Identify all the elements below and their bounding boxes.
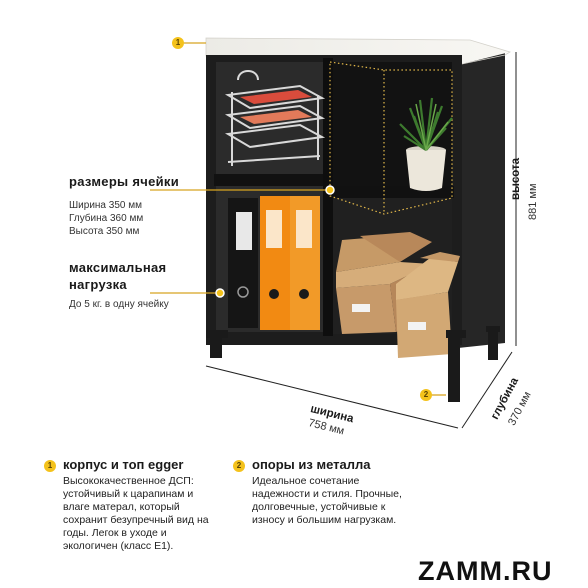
feature-2-line: надежности и стиля. Прочные, xyxy=(252,488,402,500)
wire-tray xyxy=(224,70,326,166)
feature-2-title: опоры из металла xyxy=(252,457,371,472)
feature-1-line: устойчивый к царапинам и xyxy=(63,488,194,500)
feature-2-line: износу и большим нагрузкам. xyxy=(252,514,397,526)
feature-2-line: долговечные, устойчивые к xyxy=(252,501,386,513)
cabinet-right-side xyxy=(458,52,505,348)
max-load-title-line1: максимальная xyxy=(69,260,167,275)
feature-1-line: Высококачественное ДСП: xyxy=(63,475,194,487)
storage-boxes xyxy=(336,232,460,358)
metal-legs xyxy=(206,326,500,402)
feature-1-line: сохранит безупречный вид на xyxy=(63,514,209,526)
brand-logo: ZAMM.RU xyxy=(418,556,553,586)
feature-1-number-icon: 1 xyxy=(44,460,56,472)
dimension-lines xyxy=(205,52,517,429)
feature-1-title: корпус и топ egger xyxy=(63,457,184,472)
max-load-title-line2: нагрузка xyxy=(69,277,127,292)
feature-2-line: Идеальное сочетание xyxy=(252,475,360,487)
feature-1-line: экологичен (класс Е1). xyxy=(63,540,174,552)
feature-1-line: влаге матерал, который xyxy=(63,501,180,513)
cell-depth: Глубина 360 мм xyxy=(69,213,144,224)
binders xyxy=(228,196,320,330)
height-value: 881 мм xyxy=(527,183,539,220)
potted-plant xyxy=(399,97,453,191)
feature-1-line: годы. Легок в уходе и xyxy=(63,527,167,539)
height-label: высота xyxy=(510,157,522,200)
feature-2-number-icon: 2 xyxy=(233,460,245,472)
max-load-text: До 5 кг. в одну ячейку xyxy=(69,299,169,310)
cell-height: Высота 350 мм xyxy=(69,226,140,237)
cell-sizes-title: размеры ячейки xyxy=(69,174,180,189)
cell-width: Ширина 350 мм xyxy=(69,200,142,211)
badge-1-body-icon: 1 xyxy=(172,37,184,49)
badge-2-legs-icon: 2 xyxy=(420,389,432,401)
